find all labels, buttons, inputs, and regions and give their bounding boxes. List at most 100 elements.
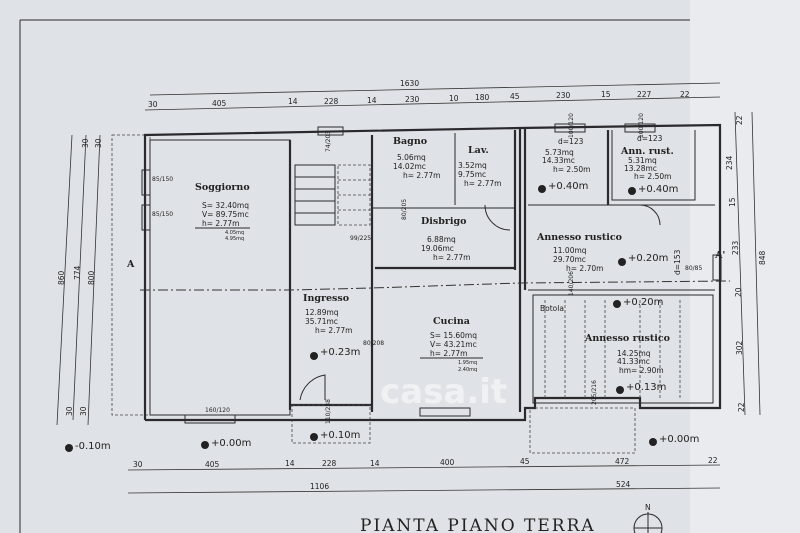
svg-text:h= 2.77m: h= 2.77m <box>464 179 501 188</box>
svg-text:230: 230 <box>556 91 571 100</box>
svg-text:Ann. rust.: Ann. rust. <box>620 146 674 157</box>
svg-text:14: 14 <box>285 459 295 468</box>
svg-text:4.05mq: 4.05mq <box>225 230 244 236</box>
room-cucina: Cucina S= 15.60mq V= 43.21mc h= 2.77m 1.… <box>420 316 483 373</box>
svg-text:d=123: d=123 <box>637 134 663 143</box>
svg-text:+0.20m: +0.20m <box>628 253 668 264</box>
svg-text:45: 45 <box>510 92 520 101</box>
svg-text:9.75mc: 9.75mc <box>458 170 486 179</box>
left-dimensions: 860 774 800 30 30 30 30 <box>56 134 103 426</box>
svg-text:Disbrigo: Disbrigo <box>421 216 466 227</box>
svg-text:100/120: 100/120 <box>638 113 645 138</box>
svg-text:19.06mc: 19.06mc <box>421 244 454 253</box>
svg-text:14: 14 <box>288 97 298 106</box>
svg-text:N: N <box>645 503 651 512</box>
svg-text:160/120: 160/120 <box>205 407 230 414</box>
svg-text:99/225: 99/225 <box>350 235 371 242</box>
svg-text:100/120: 100/120 <box>568 113 575 138</box>
svg-text:5.73mq: 5.73mq <box>545 148 574 157</box>
section-label-a: A <box>126 259 135 270</box>
svg-text:30: 30 <box>81 138 90 148</box>
svg-text:30: 30 <box>94 138 103 148</box>
staircase <box>294 164 371 226</box>
svg-text:30: 30 <box>65 406 74 416</box>
svg-text:110/238: 110/238 <box>325 399 332 424</box>
lav-door-swing <box>484 204 511 231</box>
svg-text:228: 228 <box>324 97 339 106</box>
svg-text:1106: 1106 <box>310 482 329 491</box>
svg-text:+0.00m: +0.00m <box>659 434 699 445</box>
paper-fold <box>690 0 800 533</box>
svg-text:Botola: Botola <box>540 304 564 313</box>
svg-text:V= 43.21mc: V= 43.21mc <box>430 340 477 349</box>
outside-steps <box>529 407 636 454</box>
walls <box>141 123 722 424</box>
svg-text:14.25mq: 14.25mq <box>617 349 651 358</box>
svg-text:35.71mc: 35.71mc <box>305 317 338 326</box>
svg-text:472: 472 <box>615 457 630 466</box>
svg-text:+0.00m: +0.00m <box>211 438 251 449</box>
svg-text:14: 14 <box>370 459 380 468</box>
svg-text:45: 45 <box>520 457 530 466</box>
svg-text:30: 30 <box>148 100 158 109</box>
svg-text:Ingresso: Ingresso <box>303 293 349 304</box>
svg-text:h= 2.77m: h= 2.77m <box>315 326 352 335</box>
bottom-dimensions: 30 405 14 228 14 400 45 472 22 1106 524 <box>127 456 721 494</box>
svg-text:22: 22 <box>680 90 690 99</box>
svg-text:+0.20m: +0.20m <box>623 297 663 308</box>
svg-text:h= 2.50m: h= 2.50m <box>634 172 671 181</box>
svg-text:Annesso rustico: Annesso rustico <box>584 333 670 344</box>
level-markers: -0.10m +0.00m +0.10m +0.00m <box>65 430 699 452</box>
right-dimensions: 22 234 15 233 20 302 22 848 <box>725 111 767 416</box>
room-annesso-rustico-2: Botola +0.20m Annesso rustico 14.25mq 41… <box>540 297 681 400</box>
svg-text:d=153: d=153 <box>673 249 682 275</box>
svg-text:h= 2.77m: h= 2.77m <box>403 171 440 180</box>
svg-text:230: 230 <box>405 95 420 104</box>
svg-text:5.31mq: 5.31mq <box>628 156 657 165</box>
svg-text:+0.40m: +0.40m <box>638 184 678 195</box>
svg-text:h= 2.70m: h= 2.70m <box>566 264 603 273</box>
plan-title: PIANTA PIANO TERRA <box>360 516 596 533</box>
room-disbrigo: Disbrigo 6.88mq 19.06mc h= 2.77m <box>421 216 470 262</box>
svg-text:6.88mq: 6.88mq <box>427 235 456 244</box>
svg-text:S= 32.40mq: S= 32.40mq <box>202 201 249 210</box>
svg-text:400: 400 <box>440 458 455 467</box>
svg-text:524: 524 <box>616 480 631 489</box>
svg-text:hm= 2.90m: hm= 2.90m <box>619 366 664 375</box>
room-bagno: Bagno 5.06mq 14.02mc h= 2.77m <box>393 136 440 180</box>
svg-text:234: 234 <box>725 155 734 170</box>
svg-text:4.95mq: 4.95mq <box>225 236 244 242</box>
svg-text:800: 800 <box>87 270 96 285</box>
svg-text:29.70mc: 29.70mc <box>553 255 586 264</box>
svg-text:74/203: 74/203 <box>325 131 332 152</box>
svg-text:848: 848 <box>758 250 767 265</box>
svg-text:+0.13m: +0.13m <box>626 382 666 393</box>
svg-text:30: 30 <box>79 406 88 416</box>
svg-text:205/216: 205/216 <box>591 380 598 405</box>
svg-text:860: 860 <box>57 270 66 285</box>
svg-text:h= 2.77m: h= 2.77m <box>430 349 467 358</box>
svg-text:10: 10 <box>449 94 459 103</box>
svg-text:+0.10m: +0.10m <box>320 430 360 441</box>
svg-text:41.33mc: 41.33mc <box>617 357 650 366</box>
svg-text:140/206: 140/206 <box>568 271 575 296</box>
room-ingresso: Ingresso 12.89mq 35.71mc h= 2.77m +0.23m <box>303 293 360 360</box>
room-annesso-rustico-1: Annesso rustico 11.00mq 29.70mc h= 2.70m… <box>536 232 682 275</box>
svg-text:+0.23m: +0.23m <box>320 347 360 358</box>
svg-text:20: 20 <box>734 287 743 297</box>
svg-text:774: 774 <box>73 265 82 280</box>
svg-text:-0.10m: -0.10m <box>75 441 111 452</box>
svg-text:Bagno: Bagno <box>393 136 427 147</box>
svg-text:15: 15 <box>601 90 611 99</box>
svg-text:14.33mc: 14.33mc <box>542 156 575 165</box>
svg-text:22: 22 <box>708 456 718 465</box>
svg-text:30: 30 <box>133 460 143 469</box>
section-line <box>140 280 731 291</box>
top-dimensions: 1630 30 405 14 228 14 230 10 180 45 230 … <box>144 79 721 111</box>
entry-door-swing <box>299 374 326 401</box>
annesso-door-swing <box>639 204 661 226</box>
svg-text:85/150: 85/150 <box>152 211 173 218</box>
svg-text:405: 405 <box>205 460 220 469</box>
